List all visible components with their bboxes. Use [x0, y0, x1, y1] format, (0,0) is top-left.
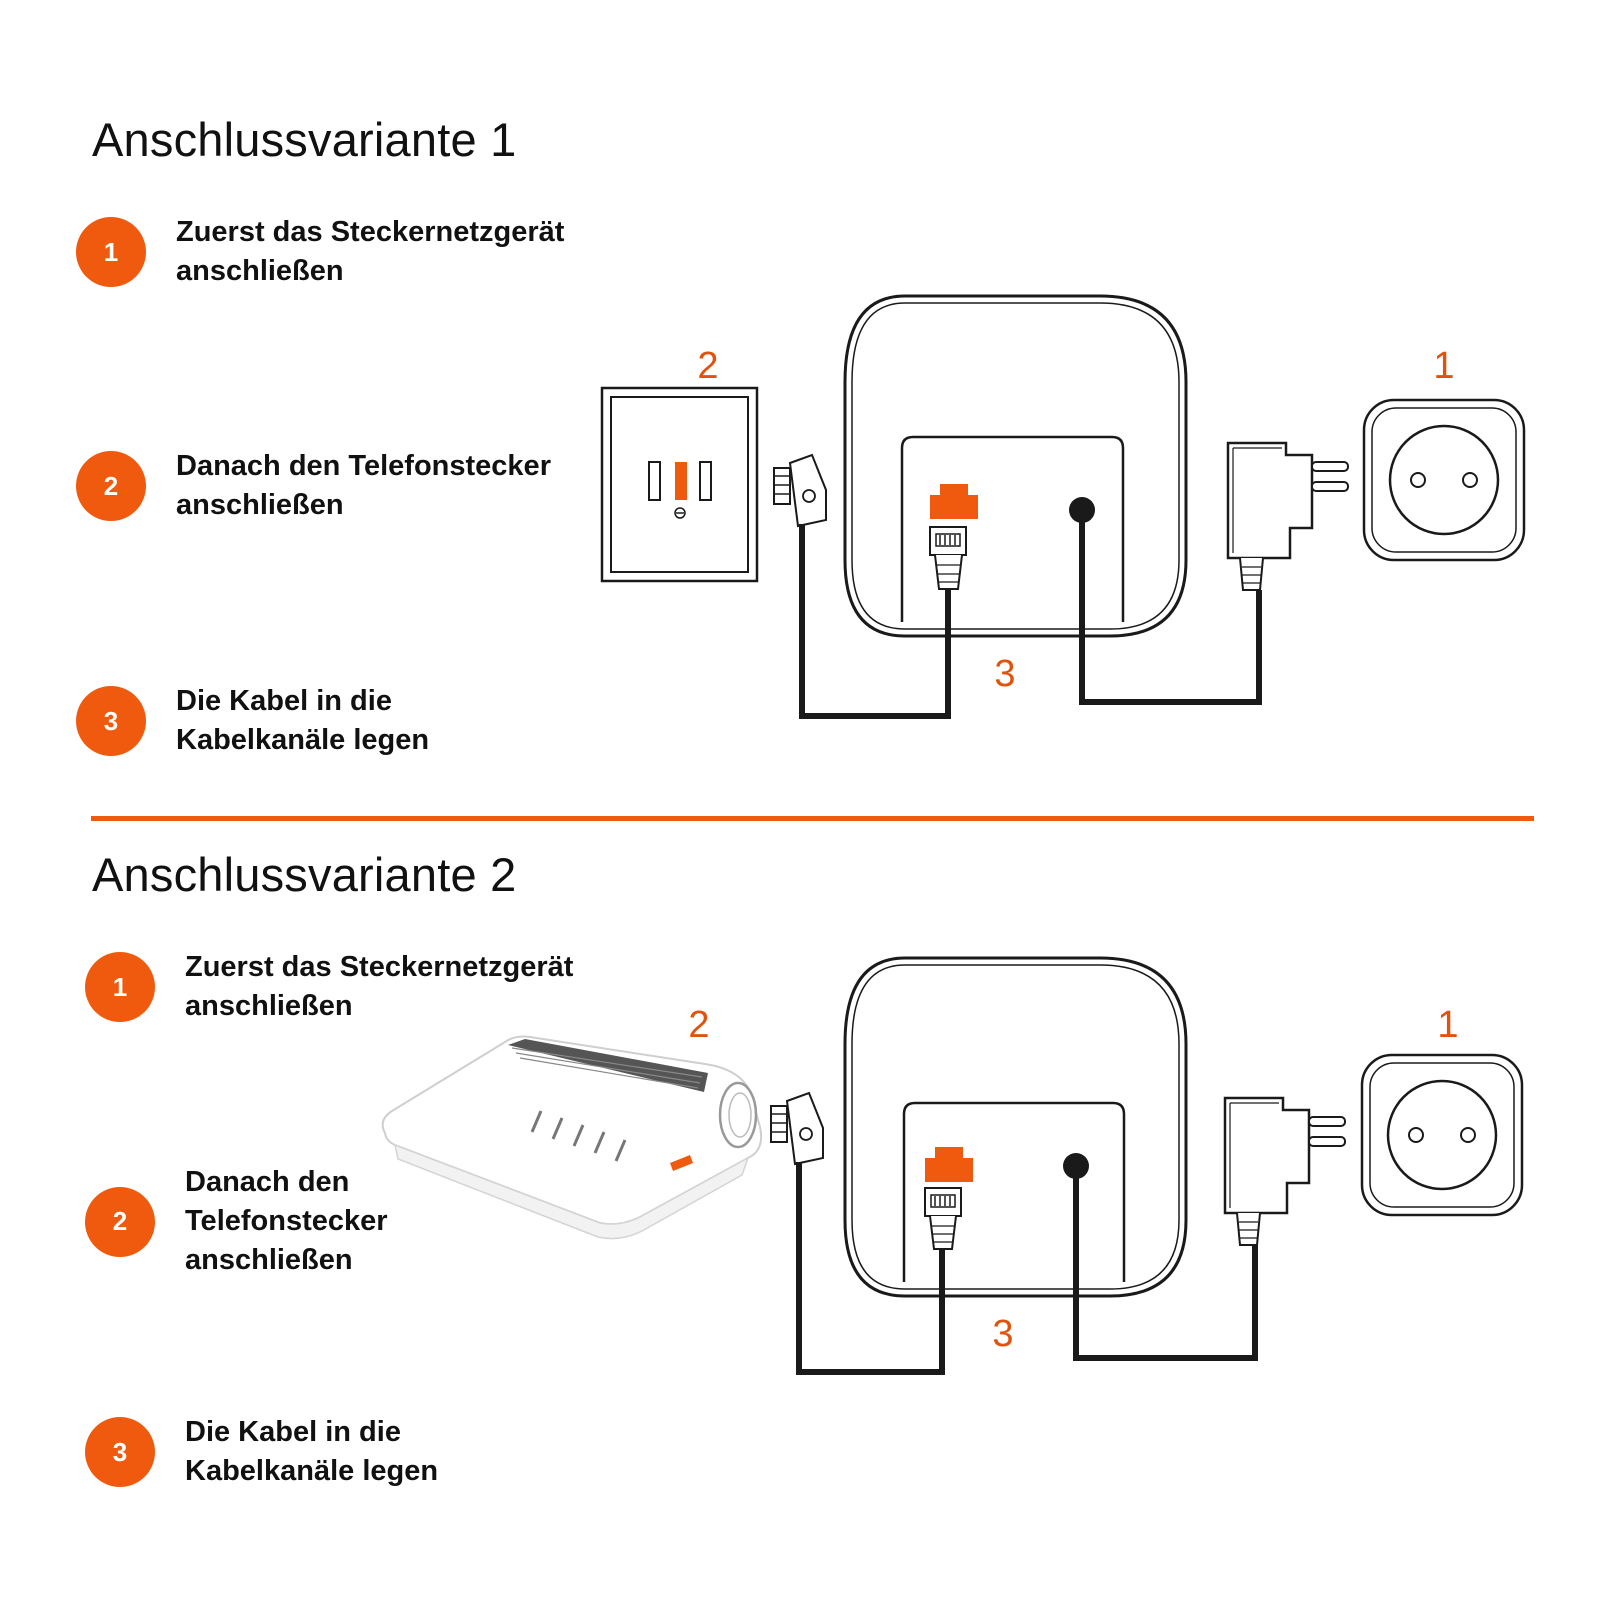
diagram-label-wall-socket: 2	[697, 345, 718, 387]
variant-1-title: Anschlussvariante 1	[92, 113, 517, 166]
step-text: Zuerst das Steckernetzgerät anschließen	[176, 213, 564, 291]
diagram-label-cables: 3	[992, 1313, 1013, 1355]
step-text-line: Telefonstecker	[185, 1205, 388, 1237]
step-text-line: Danach den Telefonstecker	[176, 450, 551, 482]
power-cable-line	[1073, 1176, 1258, 1361]
rj-cable-plug-icon	[924, 1187, 962, 1250]
section-divider	[91, 816, 1534, 821]
diagram-label-cables: 3	[994, 653, 1015, 695]
diagram-label-power-outlet: 1	[1433, 345, 1454, 387]
rj-cable-plug-icon	[929, 526, 967, 590]
base-station-icon	[843, 956, 1188, 1298]
step-number-badge: 1	[76, 217, 146, 287]
phone-cable-line	[799, 524, 951, 719]
variant-2-step-1: 1 Zuerst das Steckernetzgerät anschließe…	[85, 948, 573, 1026]
cable-routing-lines	[796, 1162, 1258, 1375]
step-text: Die Kabel in die Kabelkanäle legen	[185, 1413, 438, 1491]
step-text-line: Zuerst das Steckernetzgerät	[185, 951, 574, 983]
step-text-line: Danach den	[185, 1166, 350, 1198]
step-text-line: Kabelkanäle legen	[176, 724, 430, 756]
step-text: Danach den Telefonstecker anschließen	[185, 1163, 388, 1280]
power-adapter-icon	[1223, 1096, 1346, 1246]
variant-2-connection-diagram: 2 1 3	[381, 956, 1524, 1375]
variant-2-step-2: 2 Danach den Telefonstecker anschließen	[85, 1163, 388, 1280]
cable-routing-lines	[799, 520, 1262, 719]
variant-1-step-1: 1 Zuerst das Steckernetzgerät anschließe…	[76, 213, 564, 291]
power-cable-line	[1079, 520, 1262, 705]
step-text: Die Kabel in die Kabelkanäle legen	[176, 682, 429, 760]
variant-1-step-3: 3 Die Kabel in die Kabelkanäle legen	[76, 682, 429, 760]
power-outlet-icon	[1362, 398, 1526, 562]
step-text: Zuerst das Steckernetzgerät anschließen	[185, 948, 573, 1026]
step-number-badge: 3	[85, 1417, 155, 1487]
step-text-line: Die Kabel in die	[185, 1416, 401, 1448]
step-text-line: anschließen	[176, 255, 344, 287]
base-station-icon	[843, 294, 1188, 638]
diagram-label-power-outlet: 1	[1437, 1004, 1458, 1046]
step-text-line: Kabelkanäle legen	[185, 1455, 439, 1487]
power-outlet-icon	[1360, 1053, 1524, 1217]
diagram-label-router: 2	[688, 1004, 709, 1046]
step-number-badge: 2	[85, 1186, 155, 1257]
step-text-line: Die Kabel in die	[176, 685, 392, 717]
step-text-line: anschließen	[185, 1244, 353, 1276]
step-text-line: Zuerst das Steckernetzgerät	[176, 216, 565, 248]
step-number-badge: 2	[76, 451, 146, 521]
step-text-line: anschließen	[185, 990, 353, 1022]
tae-plug-icon	[773, 453, 827, 528]
variant-1-connection-diagram: 2 1 3	[600, 294, 1526, 719]
phone-cable-line	[796, 1162, 945, 1375]
step-number-badge: 3	[76, 686, 146, 756]
step-text: Danach den Telefonstecker anschließen	[176, 447, 551, 525]
step-text-line: anschließen	[176, 489, 344, 521]
step-number-badge: 1	[85, 952, 155, 1022]
router-icon	[381, 1035, 763, 1240]
tae-plug-icon	[770, 1091, 824, 1166]
variant-1-section: Anschlussvariante 1 1 Zuerst das Stecker…	[76, 113, 1526, 760]
variant-2-step-3: 3 Die Kabel in die Kabelkanäle legen	[85, 1413, 438, 1491]
variant-2-section: Anschlussvariante 2 1 Zuerst das Stecker…	[0, 815, 1600, 1600]
variant-1-step-2: 2 Danach den Telefonstecker anschließen	[76, 447, 551, 525]
power-adapter-icon	[1226, 441, 1349, 591]
variant-2-title: Anschlussvariante 2	[92, 848, 517, 901]
tae-wall-socket-icon	[600, 386, 759, 583]
